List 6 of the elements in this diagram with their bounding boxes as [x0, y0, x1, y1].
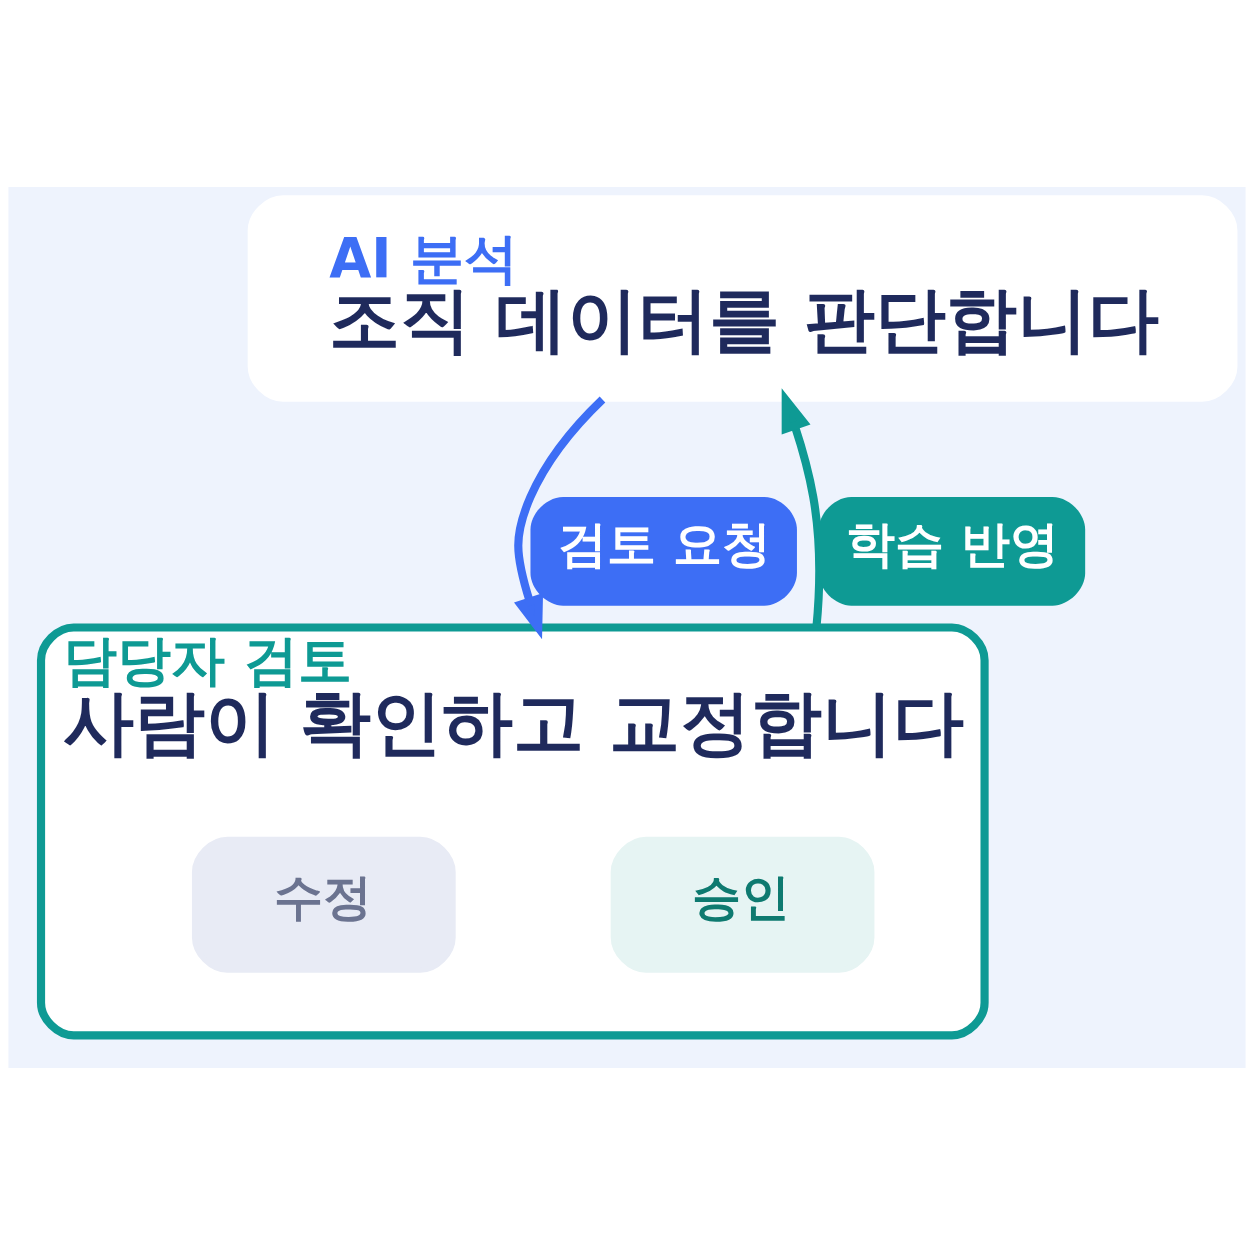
edge-label: 학습 반영 [845, 515, 1059, 573]
node-box: 수정 [191, 836, 456, 973]
arrow [514, 396, 606, 639]
edge-label: 검토 요청 [557, 515, 771, 573]
node-box: AI 분석 조직 데이터를 판단합니다 [247, 194, 1238, 402]
node-box: 승인 [610, 836, 875, 973]
